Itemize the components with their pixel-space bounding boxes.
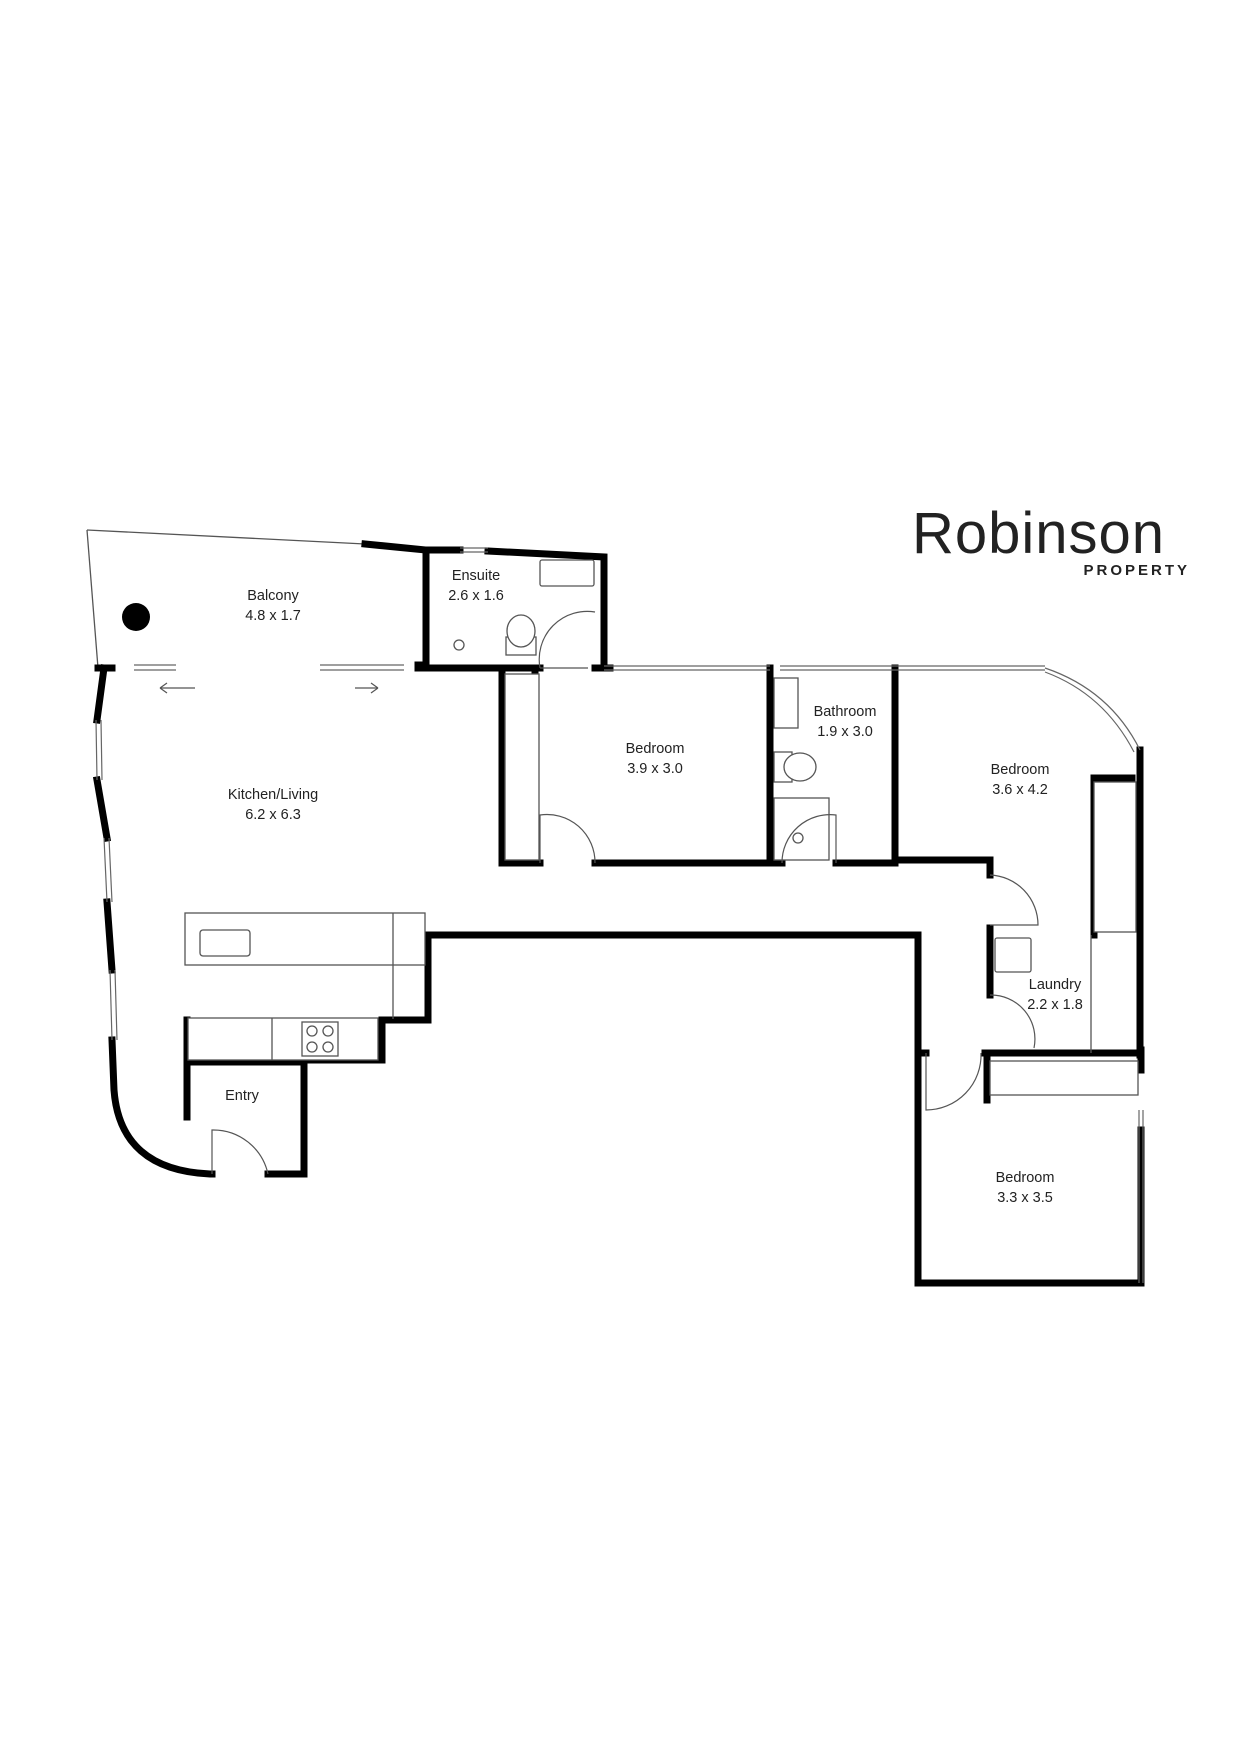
room-label-laundry: Laundry 2.2 x 1.8: [1027, 977, 1083, 1013]
sliding-arrow-left-icon: [159, 682, 195, 694]
room-size: 2.6 x 1.6: [448, 588, 504, 604]
walls: [92, 540, 1145, 1287]
room-label-bedroom-2: Bedroom 3.6 x 4.2: [991, 762, 1050, 798]
shower-icon: [453, 639, 465, 651]
fixtures: [184, 559, 1139, 1096]
sink-icon: [773, 677, 799, 729]
wardrobe: [504, 673, 540, 861]
room-label-bathroom: Bathroom 1.9 x 3.0: [814, 704, 877, 740]
toilet-icon: [505, 614, 537, 656]
room-label-entry: Entry: [225, 1088, 260, 1104]
room-name: Ensuite: [452, 568, 500, 584]
column-icon: [122, 603, 150, 631]
kitchen-bench: [187, 1017, 379, 1061]
windows: [95, 547, 1144, 1283]
room-name: Laundry: [1029, 977, 1082, 993]
sink-icon: [539, 559, 595, 587]
balcony-outline: [86, 529, 366, 669]
room-size: 2.2 x 1.8: [1027, 997, 1083, 1013]
room-label-bedroom-1: Bedroom 3.9 x 3.0: [626, 741, 685, 777]
doors: [211, 610, 1039, 1175]
room-label-kitchen-living: Kitchen/Living 6.2 x 6.3: [228, 787, 318, 823]
room-name: Bathroom: [814, 704, 877, 720]
sink-icon: [994, 937, 1032, 973]
wardrobe: [1093, 781, 1137, 933]
room-name: Entry: [225, 1088, 260, 1104]
room-size: 4.8 x 1.7: [245, 608, 301, 624]
room-size: 1.9 x 3.0: [817, 724, 873, 740]
room-size: 6.2 x 6.3: [245, 807, 301, 823]
brand-sub: PROPERTY: [1083, 562, 1190, 579]
room-name: Balcony: [247, 588, 299, 604]
wardrobe: [989, 1060, 1139, 1096]
room-name: Kitchen/Living: [228, 787, 318, 803]
toilet-icon: [773, 751, 817, 783]
brand-name: Robinson: [912, 501, 1165, 566]
sink-icon: [199, 929, 251, 957]
room-label-balcony: Balcony 4.8 x 1.7: [245, 588, 301, 624]
room-name: Bedroom: [626, 741, 685, 757]
room-label-bedroom-3: Bedroom 3.3 x 3.5: [996, 1170, 1055, 1206]
sliding-arrow-right-icon: [355, 682, 379, 694]
room-size: 3.3 x 3.5: [997, 1190, 1053, 1206]
room-name: Bedroom: [996, 1170, 1055, 1186]
shower-icon: [792, 832, 804, 844]
room-label-ensuite: Ensuite 2.6 x 1.6: [448, 568, 504, 604]
cooktop-icon: [301, 1021, 339, 1057]
brand-logo: Robinson PROPERTY: [912, 501, 1190, 579]
room-size: 3.6 x 4.2: [992, 782, 1048, 798]
room-size: 3.9 x 3.0: [627, 761, 683, 777]
room-name: Bedroom: [991, 762, 1050, 778]
